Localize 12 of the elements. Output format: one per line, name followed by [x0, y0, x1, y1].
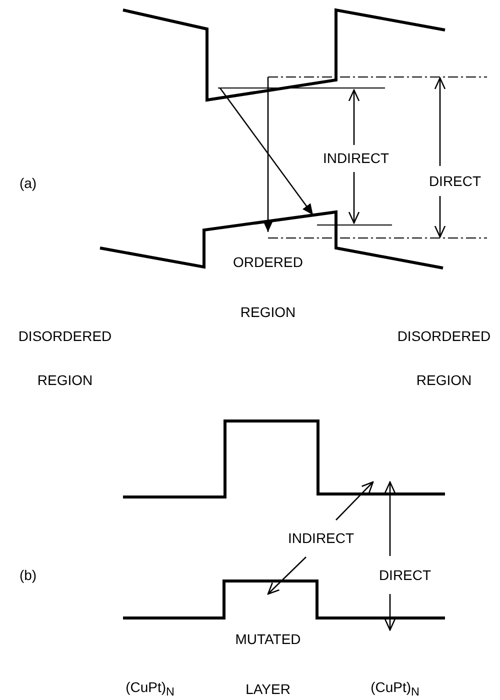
material-label: (CuPt)$_{N}$	[370, 680, 420, 698]
transition-label: DIRECT	[428, 174, 482, 188]
panel-label: (a)	[19, 176, 37, 190]
transition-label: DIRECT	[378, 568, 432, 582]
region-label: ORDERED REGION	[232, 253, 304, 322]
transition-label: INDIRECT	[322, 151, 390, 165]
panel-label: (b)	[19, 568, 37, 582]
layer-label: MUTATED LAYER	[234, 630, 302, 699]
material-label: (CuPt)$_{N}$	[126, 680, 174, 698]
region-label: DISORDERED REGION	[17, 327, 113, 390]
region-label: DISORDERED REGION	[396, 327, 492, 390]
transition-label: INDIRECT	[288, 531, 354, 545]
